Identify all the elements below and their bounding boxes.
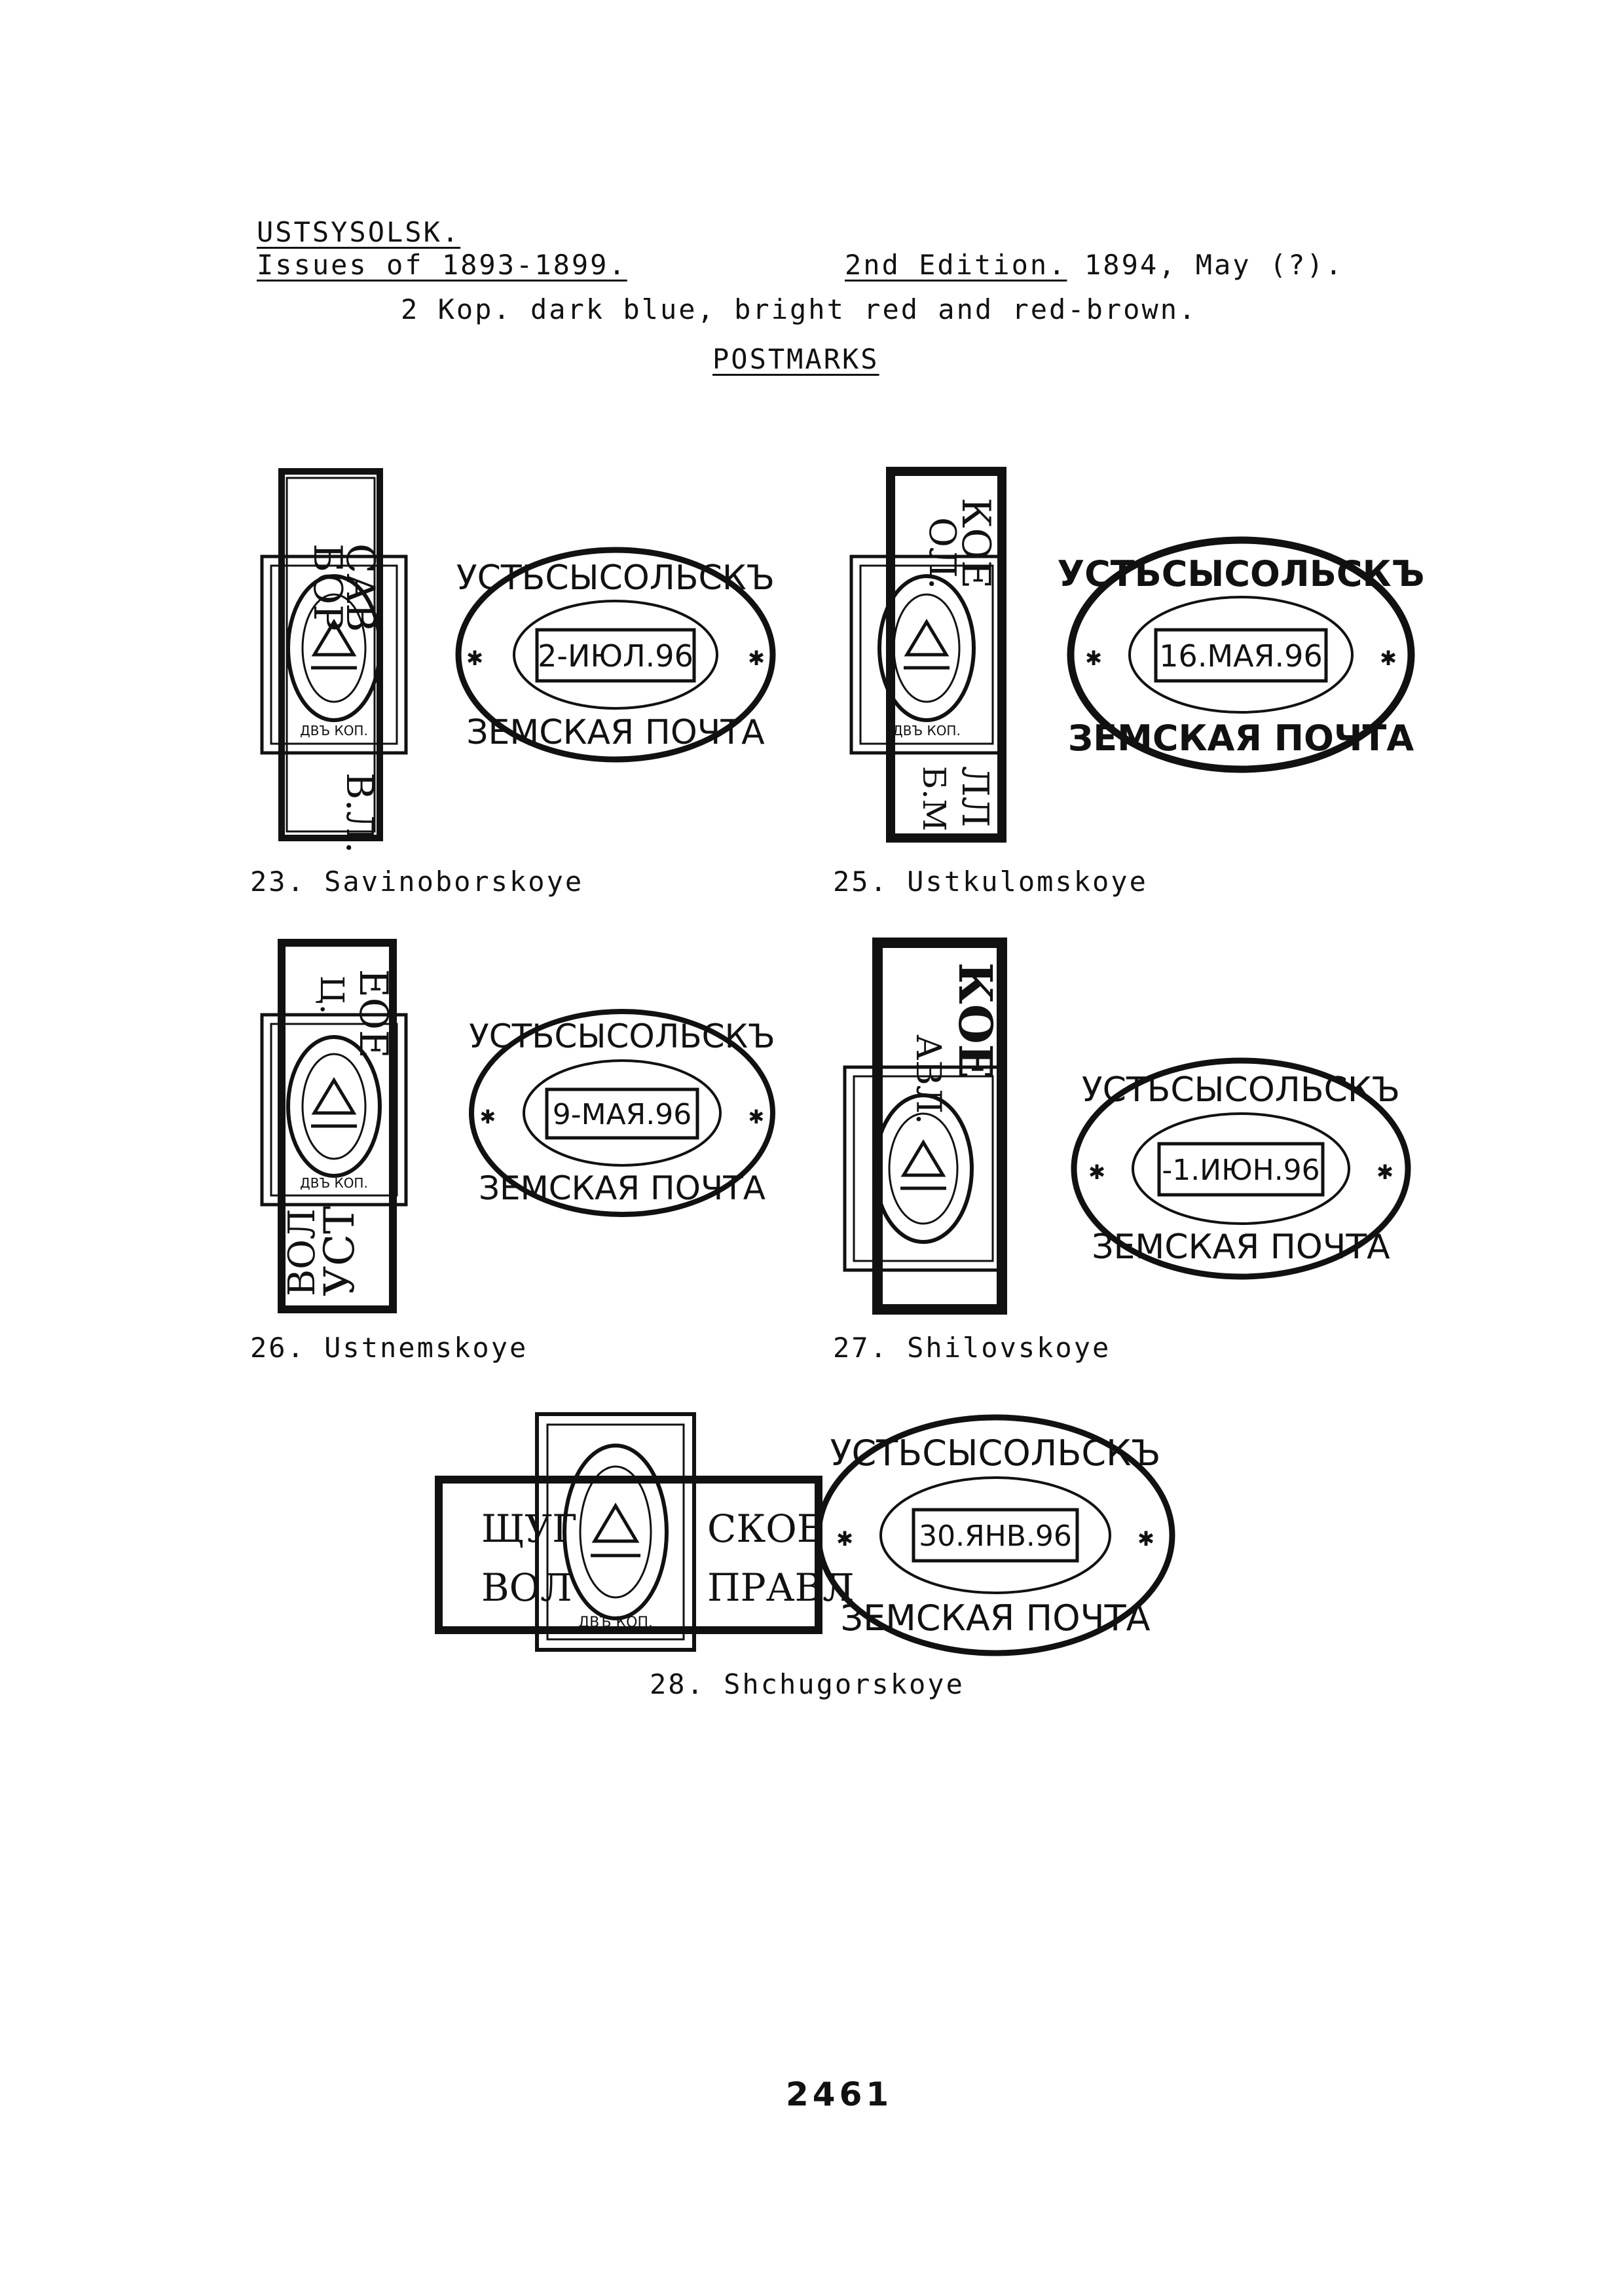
edition-date: 1894, May (?). [1084, 249, 1344, 281]
postmark-top-text: УСТЬСЫСОЛЬСКЪ [1082, 1070, 1400, 1110]
asterisk-icon: ✱ [748, 642, 764, 672]
postmark-top-text: УСТЬСЫСОЛЬСКЪ [830, 1432, 1161, 1474]
asterisk-icon: ✱ [1086, 642, 1101, 672]
postmark-top-text: УСТЬСЫСОЛЬСКЪ [456, 558, 775, 598]
caption-28: 28. Shchugorskoye [650, 1668, 965, 1700]
postmark-plate-25: КОЕ ОЛ. ЛЛ Б.М. ДВЪ КОП. УСТЬСЫСОЛЬСКЪ 1… [832, 458, 1486, 864]
stamp-value: ДВЪ КОП. [300, 723, 368, 738]
postmark-illustration: ЕОЕ Ц. УСТ ВОЛ ДВЪ КОП. УСТЬСЫСОЛЬСКЪ 9-… [260, 939, 775, 1313]
asterisk-icon: ✱ [467, 642, 483, 672]
description-line: 2 Kop. dark blue, bright red and red-bro… [401, 293, 1198, 325]
frame-text: АВЛ. [908, 1034, 948, 1125]
postmark-illustration: ЩУГ ВОЛ СКОЕ ПРАВЛ ДВЪ КОП. УСТЬСЫСОЛЬСК… [435, 1412, 1175, 1656]
frame-text: ЛЛ [953, 766, 996, 827]
postmark-date: -1.ИЮН.96 [1162, 1154, 1320, 1187]
frame-text: ЩУГ [481, 1506, 578, 1551]
asterisk-icon: ✱ [1377, 1156, 1393, 1186]
postmark-top-text: УСТЬСЫСОЛЬСКЪ [1058, 553, 1425, 594]
stamp-value: ДВЪ КОП. [300, 1175, 368, 1191]
caption-23: 23. Savinoborskoye [250, 866, 584, 898]
postmark-date: 2-ИЮЛ.96 [538, 638, 693, 674]
frame-text: ВОЛ [281, 1209, 323, 1296]
frame-text: Ц. [313, 975, 351, 1015]
asterisk-icon: ✱ [749, 1101, 764, 1129]
asterisk-icon: ✱ [1380, 642, 1396, 672]
caption-27: 27. Shilovskoye [833, 1332, 1111, 1364]
postmark-illustration: САВ БОР В.Л. ДВЪ КОП. УСТЬСЫСОЛЬСКЪ 2-ИЮ… [260, 468, 776, 853]
frame-text: КОЕ [953, 498, 999, 589]
postmark-plate-28: ЩУГ ВОЛ СКОЕ ПРАВЛ ДВЪ КОП. УСТЬСЫСОЛЬСК… [432, 1401, 1192, 1807]
asterisk-icon: ✱ [837, 1522, 853, 1552]
postmark-top-text: УСТЬСЫСОЛЬСКЪ [469, 1017, 775, 1055]
frame-text: ПРАВЛ [707, 1565, 855, 1610]
postmark-plate-26: ЕОЕ Ц. УСТ ВОЛ ДВЪ КОП. УСТЬСЫСОЛЬСКЪ 9-… [249, 930, 904, 1336]
postmark-date: 9-МАЯ.96 [553, 1098, 692, 1131]
postmark-bottom-text: ЗЕМСКАЯ ПОЧТА [466, 713, 765, 752]
frame-text: Б.М. [915, 766, 952, 841]
caption-25: 25. Ustkulomskoye [833, 866, 1148, 898]
postmark-date: 30.ЯНВ.96 [919, 1520, 1072, 1553]
postmark-plate-27: КОЕ АВЛ. УСТЬСЫСОЛЬСКЪ -1.ИЮН.96 ЗЕМСКАЯ… [832, 930, 1486, 1336]
section-title: POSTMARKS [712, 343, 879, 375]
edition-label: 2nd Edition. [845, 249, 1067, 281]
postmark-bottom-text: ЗЕМСКАЯ ПОЧТА [840, 1597, 1150, 1639]
page-number: 2461 [786, 2075, 893, 2113]
place-heading: USTSYSOLSK. [257, 216, 461, 248]
postmark-illustration: КОЕ ОЛ. ЛЛ Б.М. ДВЪ КОП. УСТЬСЫСОЛЬСКЪ 1… [849, 467, 1425, 843]
stamp-value: ДВЪ КОП. [893, 723, 961, 738]
frame-text: СКОЕ [707, 1506, 824, 1551]
frame-text: В.Л. [338, 773, 380, 853]
postmark-bottom-text: ЗЕМСКАЯ ПОЧТА [1092, 1228, 1390, 1267]
caption-26: 26. Ustnemskoye [250, 1332, 528, 1364]
issues-line: Issues of 1893-1899. [257, 249, 627, 281]
asterisk-icon: ✱ [481, 1101, 496, 1129]
postmark-illustration: КОЕ АВЛ. УСТЬСЫСОЛЬСКЪ -1.ИЮН.96 ЗЕМСКАЯ… [843, 938, 1411, 1315]
postmark-bottom-text: ЗЕМСКАЯ ПОЧТА [1068, 718, 1414, 759]
frame-text: ВОЛ [481, 1565, 572, 1610]
frame-text: УСТ [316, 1206, 364, 1296]
asterisk-icon: ✱ [1138, 1522, 1154, 1552]
postmark-bottom-text: ЗЕМСКАЯ ПОЧТА [479, 1169, 766, 1207]
postmark-date: 16.МАЯ.96 [1159, 638, 1322, 674]
asterisk-icon: ✱ [1089, 1156, 1105, 1186]
frame-text: КОЕ [948, 962, 1003, 1079]
stamp-value: ДВЪ КОП. [578, 1614, 653, 1631]
postmark-plate-23: САВ БОР В.Л. ДВЪ КОП. УСТЬСЫСОЛЬСКЪ 2-ИЮ… [249, 458, 904, 864]
